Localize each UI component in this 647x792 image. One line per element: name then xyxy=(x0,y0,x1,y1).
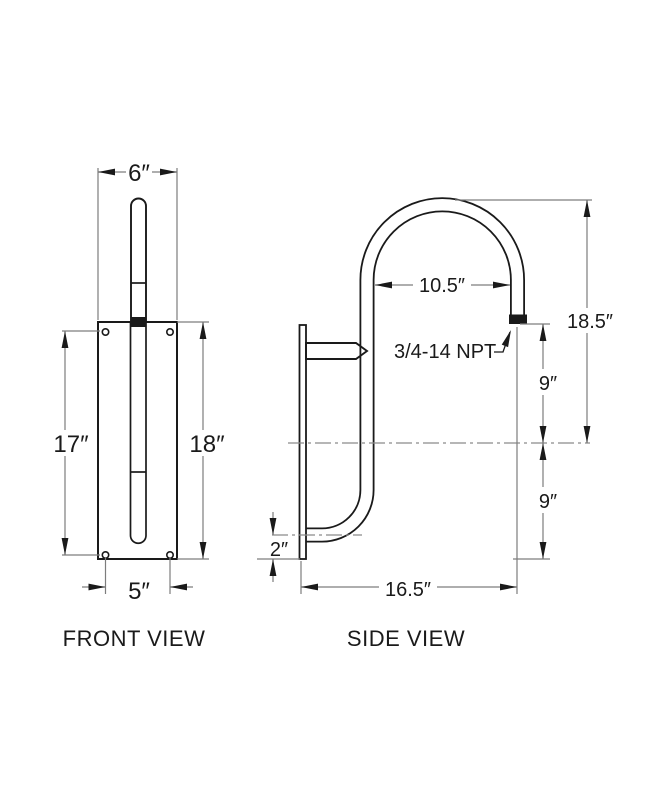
dim-spout-top-above-center: 18.5″ xyxy=(567,311,613,333)
front-mounting-plate xyxy=(97,321,178,560)
front-tube xyxy=(130,197,147,322)
gooseneck-pipe-core xyxy=(306,199,524,541)
dimension-arrowheads xyxy=(61,168,591,591)
front-view xyxy=(97,197,178,560)
dim-plate-width: 6″ xyxy=(128,160,150,187)
front-plate-slot xyxy=(129,322,147,545)
dim-plate-height: 18″ xyxy=(189,431,225,458)
mounting-hole xyxy=(101,327,110,336)
dim-center-to-bottom: 9″ xyxy=(539,491,557,513)
dim-outlet-above-center: 9″ xyxy=(539,373,557,395)
front-dimension-lines xyxy=(62,168,209,594)
dimension-text-backgrounds xyxy=(53,161,618,600)
dim-hole-spacing-horizontal: 5″ xyxy=(128,578,150,605)
dim-arch-inside-width: 10.5″ xyxy=(419,275,465,297)
wall-plate-side-profile xyxy=(298,324,307,560)
dim-bottom-offset: 2″ xyxy=(270,539,288,561)
npt-fitting-band xyxy=(509,314,527,324)
mounting-hole xyxy=(166,327,175,336)
npt-fitting-label: 3/4-14 NPT xyxy=(394,341,496,363)
gooseneck-pipe-outline xyxy=(306,197,525,543)
side-view-label: SIDE VIEW xyxy=(347,626,465,651)
side-view xyxy=(298,197,527,560)
front-fitting-band xyxy=(130,317,147,327)
dim-reach: 16.5″ xyxy=(385,579,431,601)
dim-hole-spacing-vertical: 17″ xyxy=(53,431,89,458)
front-view-label: FRONT VIEW xyxy=(63,626,206,651)
mounting-bracket xyxy=(305,342,369,360)
